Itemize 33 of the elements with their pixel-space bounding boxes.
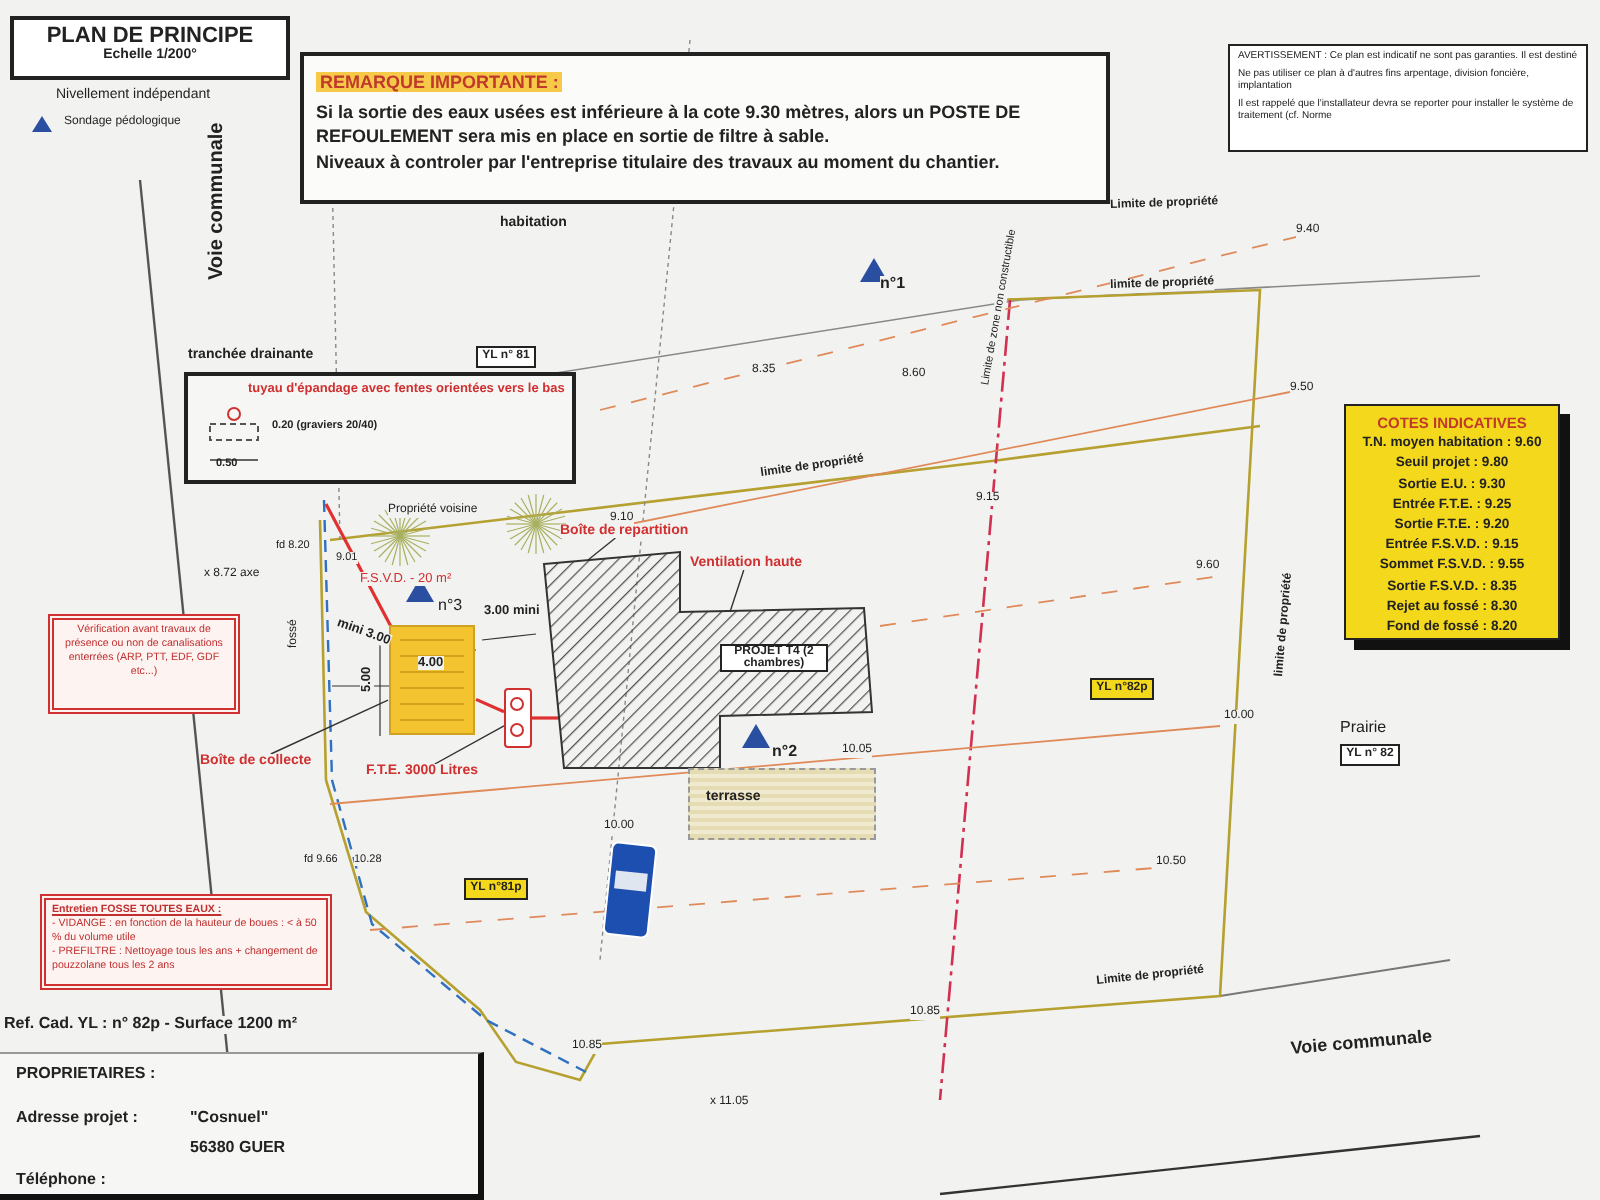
area-label: Prairie [1340, 720, 1387, 738]
title-text: PLAN DE PRINCIPE [44, 24, 256, 48]
leader-line [270, 699, 389, 755]
leader-line [434, 725, 505, 765]
box-heading: PROPRIETAIRES : [16, 1064, 156, 1082]
road-label: Voie communale [206, 122, 228, 280]
parcel-reference-text: Ref. Cad. YL : n° 82p - Surface 1200 m² [4, 1016, 298, 1034]
note-text: Niveaux à controler par l'entreprise titulaire des travaux au moment du chantier. [316, 150, 1002, 175]
house-footprint [544, 548, 872, 768]
leader-line [729, 569, 745, 613]
survey-point-label: n°3 [438, 598, 463, 616]
note-heading: REMARQUE IMPORTANTE : [316, 72, 563, 92]
drain-pipe [532, 716, 560, 720]
survey-point-label: n°1 [880, 276, 906, 294]
field-text: 56380 GUER [190, 1138, 286, 1156]
survey-point-label: n°2 [772, 744, 798, 762]
note-box [48, 614, 240, 714]
title-box [10, 16, 290, 80]
road-label: Voie communale [1290, 1027, 1433, 1060]
drain-pipe [475, 697, 505, 714]
owner-info-box [0, 1052, 484, 1200]
field-text: Téléphone : [16, 1170, 106, 1188]
warning-box [1228, 44, 1588, 152]
note-text: Si la sortie des eaux usées est inférieure à la cote 9.30 mètres, alors un POSTE DE REFOULEMENT sera mis en place en sortie de filtre à sable. [316, 100, 1023, 149]
field-text: Adresse projet : [16, 1108, 138, 1126]
field-text: "Cosnuel" [190, 1108, 269, 1126]
trench-section-box [184, 348, 576, 488]
note-box [40, 894, 332, 990]
sand-filter [388, 624, 476, 736]
note-box [300, 52, 1110, 204]
leader-line [587, 537, 617, 561]
septic-tank [504, 688, 532, 748]
terrace-area [688, 768, 876, 840]
